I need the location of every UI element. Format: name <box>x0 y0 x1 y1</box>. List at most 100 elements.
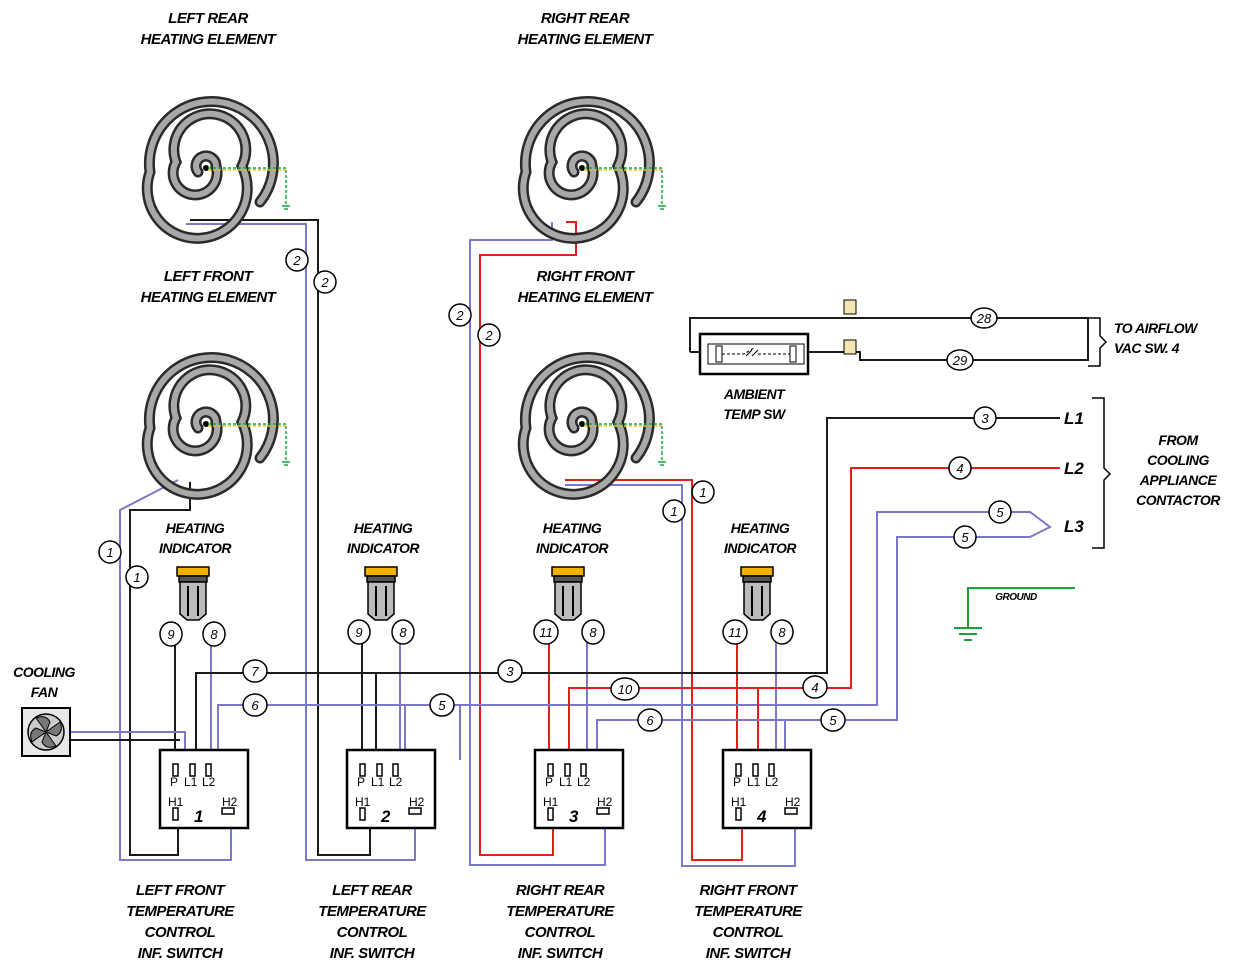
wire-left-front-blue <box>119 479 232 861</box>
contactor-line-l3: L3 <box>1064 517 1084 536</box>
wire-num-ind1-b: 8 <box>202 621 226 647</box>
wire-num-l2-4: 4 <box>948 456 972 480</box>
svg-text:8: 8 <box>589 625 597 640</box>
contactor-line-l1: L1 <box>1064 409 1084 428</box>
wire-10-red <box>568 467 1060 760</box>
wire-left-rear-black <box>190 219 371 856</box>
term-h1: H1 <box>355 795 371 809</box>
wire-left-front-black <box>129 482 191 856</box>
term-p: P <box>357 775 365 789</box>
term-l1: L1 <box>184 775 198 789</box>
svg-text:28: 28 <box>976 311 992 326</box>
switch-box-3 <box>533 748 625 830</box>
wire-num-lf-a: 1 <box>98 540 122 564</box>
svg-text:6: 6 <box>251 698 259 713</box>
right-rear-heating-element <box>523 101 667 238</box>
wire-num-rf-b: 1 <box>662 499 686 523</box>
svg-text:2: 2 <box>320 275 329 290</box>
wire-num-ind2-b: 8 <box>391 619 415 645</box>
wire-num-28: 28 <box>970 307 998 329</box>
wire-num-l3-5a: 5 <box>988 500 1012 524</box>
term-l2: L2 <box>765 775 779 789</box>
wire-5-left <box>460 511 1005 706</box>
cooling-fan <box>21 707 71 757</box>
wire-num-rr-a: 2 <box>448 303 472 327</box>
svg-text:11: 11 <box>728 625 742 640</box>
wire-num-6a: 6 <box>242 693 268 717</box>
svg-text:4: 4 <box>811 680 818 695</box>
svg-text:7: 7 <box>251 664 259 679</box>
term-h2: H2 <box>222 795 238 809</box>
svg-text:1: 1 <box>670 504 677 519</box>
svg-text:2: 2 <box>455 308 464 323</box>
term-l1: L1 <box>371 775 385 789</box>
switch-number-3: 3 <box>569 807 579 826</box>
label-ground: GROUND <box>995 592 1037 603</box>
wire-num-lr-b: 2 <box>313 270 337 294</box>
wire-left-rear-blue <box>186 223 416 861</box>
term-l1: L1 <box>747 775 761 789</box>
wire-num-l3-5b: 5 <box>953 525 977 549</box>
svg-text:11: 11 <box>539 625 553 640</box>
term-l2: L2 <box>577 775 591 789</box>
wire-right-front-red <box>565 479 743 861</box>
heating-indicator-lamp-3 <box>551 566 585 621</box>
term-h2: H2 <box>785 795 801 809</box>
wire-num-5b: 5 <box>820 708 846 732</box>
wire-num-ind2-a: 9 <box>347 619 371 645</box>
svg-text:1: 1 <box>699 485 706 500</box>
svg-text:29: 29 <box>952 353 967 368</box>
wire-num-ind3-a: 11 <box>533 619 559 645</box>
wire-num-10: 10 <box>610 677 640 701</box>
wire-num-6b: 6 <box>637 708 663 732</box>
switch-terminal-labels: P L1 L2 H1 H2 P L1 L2 H1 H2 P L1 L2 H1 H… <box>168 775 801 809</box>
term-l2: L2 <box>202 775 216 789</box>
term-h1: H1 <box>543 795 559 809</box>
switch-number-2: 2 <box>380 807 391 826</box>
wire-num-29: 29 <box>946 349 974 371</box>
svg-text:5: 5 <box>996 505 1004 520</box>
svg-text:5: 5 <box>438 698 446 713</box>
term-p: P <box>545 775 553 789</box>
svg-text:9: 9 <box>167 627 174 642</box>
wire-num-rr-b: 2 <box>477 323 501 347</box>
wire-num-rf-a: 1 <box>691 480 715 504</box>
wire-7 <box>195 417 1060 760</box>
wire-num-ind4-a: 11 <box>722 619 748 645</box>
svg-text:5: 5 <box>961 530 969 545</box>
term-p: P <box>170 775 178 789</box>
right-front-heating-element <box>523 357 667 494</box>
left-front-heating-element <box>147 357 291 494</box>
wire-right-front-blue <box>565 484 796 867</box>
wire-number-bubbles: 2 2 2 2 1 1 1 1 9 8 9 8 11 8 11 8 7 6 5 … <box>98 248 1012 732</box>
term-h1: H1 <box>731 795 747 809</box>
left-rear-heating-element <box>147 101 291 238</box>
svg-text:8: 8 <box>778 625 786 640</box>
heating-indicator-lamp-2 <box>364 566 398 621</box>
svg-text:8: 8 <box>210 627 218 642</box>
wire-num-3: 3 <box>497 659 523 683</box>
svg-text:1: 1 <box>106 545 113 560</box>
svg-text:3: 3 <box>981 411 989 426</box>
svg-text:1: 1 <box>133 570 140 585</box>
wire-num-5a: 5 <box>429 693 455 717</box>
term-h2: H2 <box>597 795 613 809</box>
switch-number-4: 4 <box>756 807 767 826</box>
wire-num-l1-3: 3 <box>973 406 997 430</box>
ambient-temp-switch <box>698 332 810 376</box>
switch-box-4 <box>721 748 813 830</box>
switch-number-1: 1 <box>194 807 203 826</box>
